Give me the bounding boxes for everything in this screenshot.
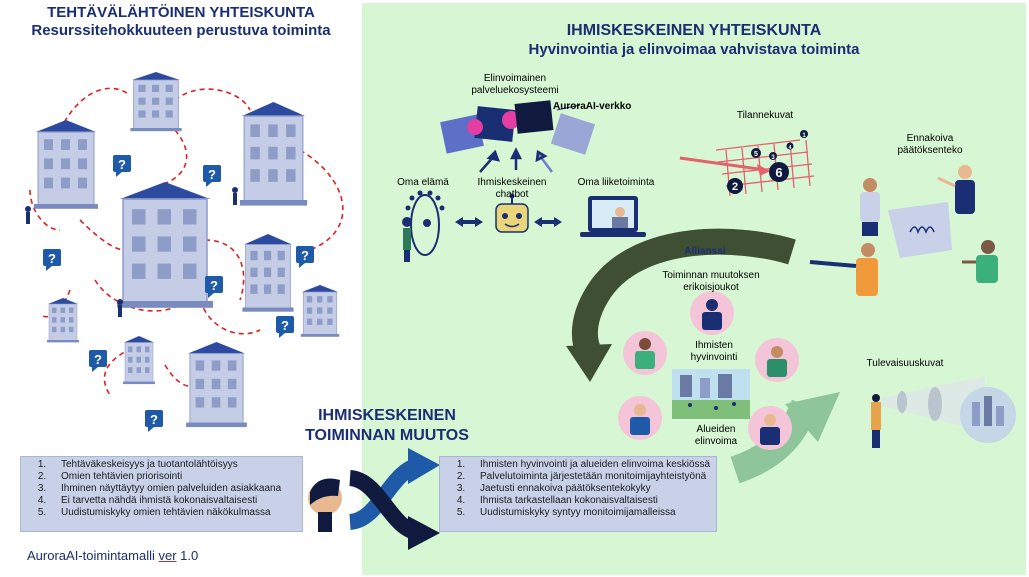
ecosystem-label: Elinvoimainen palveluekosysteemi [471,73,559,96]
left-list-box: Tehtäväkeskeisyys ja tuotantolähtöisyys … [20,456,303,532]
building-6 [46,297,80,343]
right-list-item: Jaetusti ennakoiva päätöksentekokyky [468,483,716,495]
vitality-label: Alueiden elinvoima [694,424,738,447]
right-list-box: Ihmisten hyvinvointi ja alueiden elinvoi… [439,456,717,532]
building-1 [129,71,183,132]
svg-text:?: ? [48,251,56,266]
foresight-people [809,165,998,296]
svg-text:?: ? [208,167,216,182]
svg-text:?: ? [210,278,218,293]
wellbeing-scene [672,369,750,419]
building-5 [241,233,295,313]
situations-label: Tilannekuvat [736,110,794,121]
double-arrows [455,217,562,227]
foresight-label: Ennakoiva päätöksenteko [897,133,963,156]
building-7 [122,335,156,385]
left-list-item: Tehtäväkeskeisyys ja tuotantolähtöisyys [49,459,302,471]
face-profile [308,478,342,532]
ecosystem-pieces [440,100,596,155]
left-list-item: Uudistumiskyky omien tehtävien näkökulma… [49,507,302,519]
ecosystem-arrows [479,147,553,173]
svg-text:?: ? [301,248,309,263]
people-left [25,187,238,317]
svg-text:3: 3 [771,155,775,161]
svg-text:1: 1 [802,133,806,139]
futures-scene [871,376,1016,448]
question-bubbles: ? ? ? ? ? ? ? ? [43,155,314,432]
svg-text:?: ? [118,157,126,172]
right-list-item: Ihmista tarkastellaan kokonaisvaltaisest… [468,495,716,507]
chatbot-label: Ihmiskeskeinen chatbot [477,177,547,200]
svg-text:4: 4 [789,145,792,151]
futures-label: Tulevaisuuskuvat [866,358,944,369]
footer-suffix: 1.0 [176,548,199,563]
alliance-label: Allianssi [684,246,726,257]
left-title: TEHTÄVÄLÄHTÖINEN YHTEISKUNTA [47,4,315,21]
svg-text:?: ? [94,352,102,367]
network-label: AuroraAI-verkko [553,101,632,112]
laptop-icon [580,196,646,237]
left-list-item: Omien tehtävien priorisointi [49,471,302,483]
left-list-item: Ei tarvetta nähdä ihmistä kokonaisvaltai… [49,495,302,507]
special-forces-label: Toiminnan muutoksen erikoisjoukot [662,270,760,293]
right-subtitle: Hyvinvointia ja elinvoimaa vahvistava to… [528,41,860,58]
svg-text:?: ? [281,318,289,333]
building-8 [300,284,340,338]
own-life-figure [402,190,445,262]
wellbeing-label: Ihmisten hyvinvointi [690,340,738,363]
svg-text:5: 5 [754,151,758,158]
situation-chart: 2 6 5 3 4 1 [679,130,815,197]
footer-ver: ver [158,548,177,563]
right-list-item: Palvelutoiminta järjestetään monitoimija… [468,471,716,483]
building-4 [116,181,214,309]
left-list-item: Ihminen näyttäytyy omien palveluiden asi… [49,483,302,495]
dark-cycle-arrow [571,228,796,355]
svg-text:2: 2 [732,181,738,193]
own-life-label: Oma elämä [397,177,449,188]
building-9 [185,341,248,428]
own-business-label: Oma liiketoiminta [577,177,655,188]
right-list-item: Uudistumiskyky syntyy monitoimijamalleis… [468,507,716,519]
portrait-circles [618,291,799,450]
chatbot-icon [495,193,529,233]
right-list-item: Ihmisten hyvinvointi ja alueiden elinvoi… [468,459,716,471]
building-2 [33,119,99,210]
building-3 [239,101,308,207]
right-title: IHMISKESKEINEN YHTEISKUNTA [566,22,822,39]
footer-version: AuroraAI-toimintamalli ver 1.0 [27,548,198,563]
middle-title-line1: IHMISKESKEINEN [318,407,456,424]
middle-title-line2: TOIMINNAN MUUTOS [305,427,469,444]
svg-text:?: ? [150,412,158,427]
svg-text:6: 6 [775,165,782,180]
transformation-arrows [348,448,440,550]
left-subtitle: Resurssitehokkuuteen perustuva toiminta [31,22,331,39]
footer-prefix: AuroraAI-toimintamalli [27,548,159,563]
